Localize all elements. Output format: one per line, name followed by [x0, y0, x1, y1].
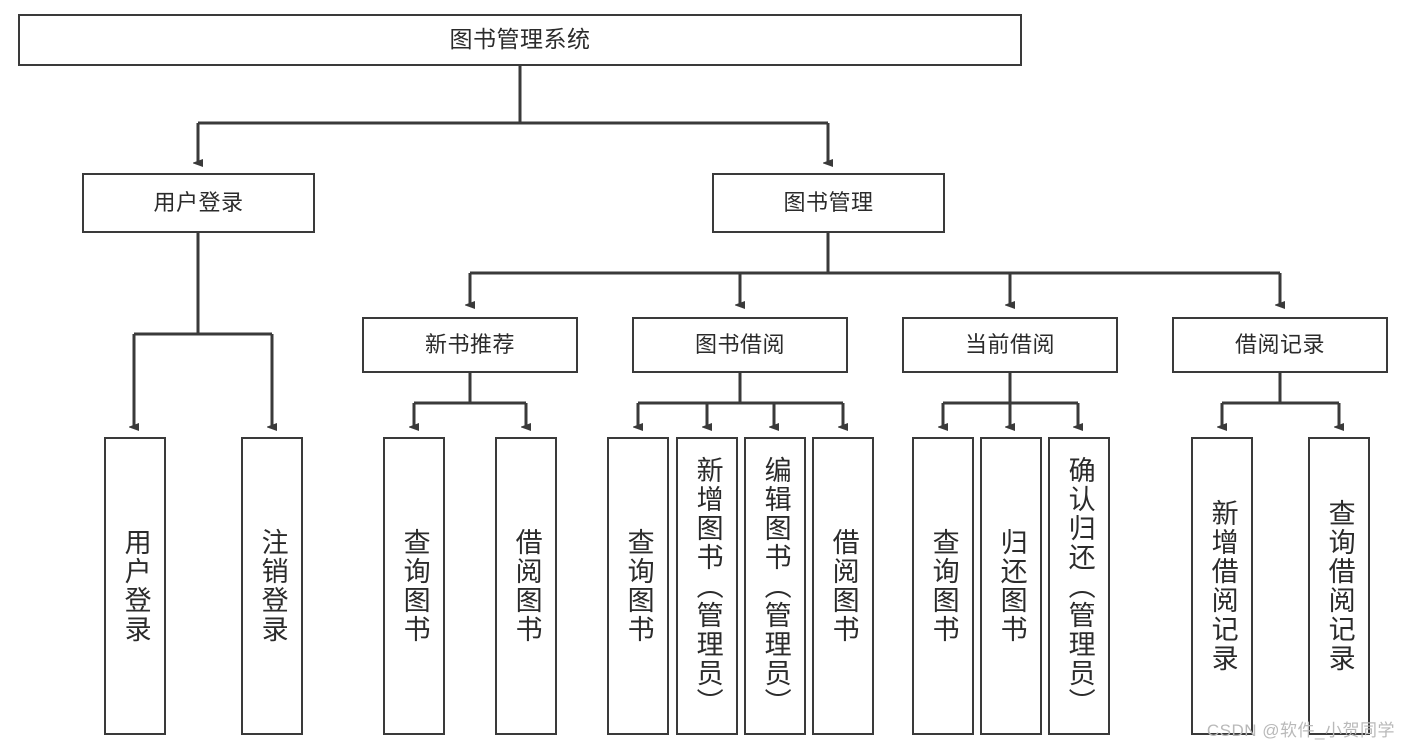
leaf-user-login-logout[interactable]: 注销登录: [241, 437, 303, 735]
leaf-book-borrow-query[interactable]: 查询图书: [607, 437, 669, 735]
node-label: 借阅记录: [1234, 332, 1325, 358]
node-current-borrow[interactable]: 当前借阅: [902, 317, 1118, 373]
csdn-watermark: CSDN @软件_小贺同学: [1206, 721, 1395, 740]
node-label: 归还图书: [996, 528, 1027, 644]
node-label: 图书借阅: [694, 332, 785, 358]
node-label: 图书管理系统: [449, 26, 591, 53]
node-label: 查询图书: [623, 528, 654, 644]
leaf-new-book-query[interactable]: 查询图书: [383, 437, 445, 735]
leaf-new-book-borrow[interactable]: 借阅图书: [495, 437, 557, 735]
node-borrow-record[interactable]: 借阅记录: [1172, 317, 1388, 373]
node-label: 查询图书: [928, 528, 959, 644]
leaf-borrow-record-add[interactable]: 新增借阅记录: [1191, 437, 1253, 735]
node-label: 查询图书: [399, 528, 430, 644]
node-root-book-management-system[interactable]: 图书管理系统: [18, 14, 1022, 66]
leaf-current-borrow-return[interactable]: 归还图书: [980, 437, 1042, 735]
leaf-user-login-login[interactable]: 用户登录: [104, 437, 166, 735]
node-label: 新增图书（管理员）: [692, 455, 723, 717]
node-label: 用户登录: [120, 528, 151, 644]
leaf-book-borrow-edit[interactable]: 编辑图书（管理员）: [744, 437, 806, 735]
node-label: 确认归还（管理员）: [1064, 455, 1095, 717]
leaf-book-borrow-borrow[interactable]: 借阅图书: [812, 437, 874, 735]
node-book-management[interactable]: 图书管理: [712, 173, 945, 233]
node-new-book-recommend[interactable]: 新书推荐: [362, 317, 578, 373]
node-label: 借阅图书: [828, 528, 859, 644]
node-label: 用户登录: [153, 190, 244, 216]
leaf-current-borrow-query[interactable]: 查询图书: [912, 437, 974, 735]
leaf-current-borrow-confirm-return[interactable]: 确认归还（管理员）: [1048, 437, 1110, 735]
node-label: 新书推荐: [424, 332, 515, 358]
node-label: 借阅图书: [511, 528, 542, 644]
node-label: 当前借阅: [964, 332, 1055, 358]
node-label: 新增借阅记录: [1207, 499, 1238, 673]
node-user-login[interactable]: 用户登录: [82, 173, 315, 233]
node-label: 注销登录: [257, 528, 288, 644]
node-book-borrow[interactable]: 图书借阅: [632, 317, 848, 373]
node-label: 图书管理: [783, 190, 874, 216]
leaf-book-borrow-add[interactable]: 新增图书（管理员）: [676, 437, 738, 735]
node-label: 编辑图书（管理员）: [760, 455, 791, 717]
leaf-borrow-record-query[interactable]: 查询借阅记录: [1308, 437, 1370, 735]
node-label: 查询借阅记录: [1324, 499, 1355, 673]
